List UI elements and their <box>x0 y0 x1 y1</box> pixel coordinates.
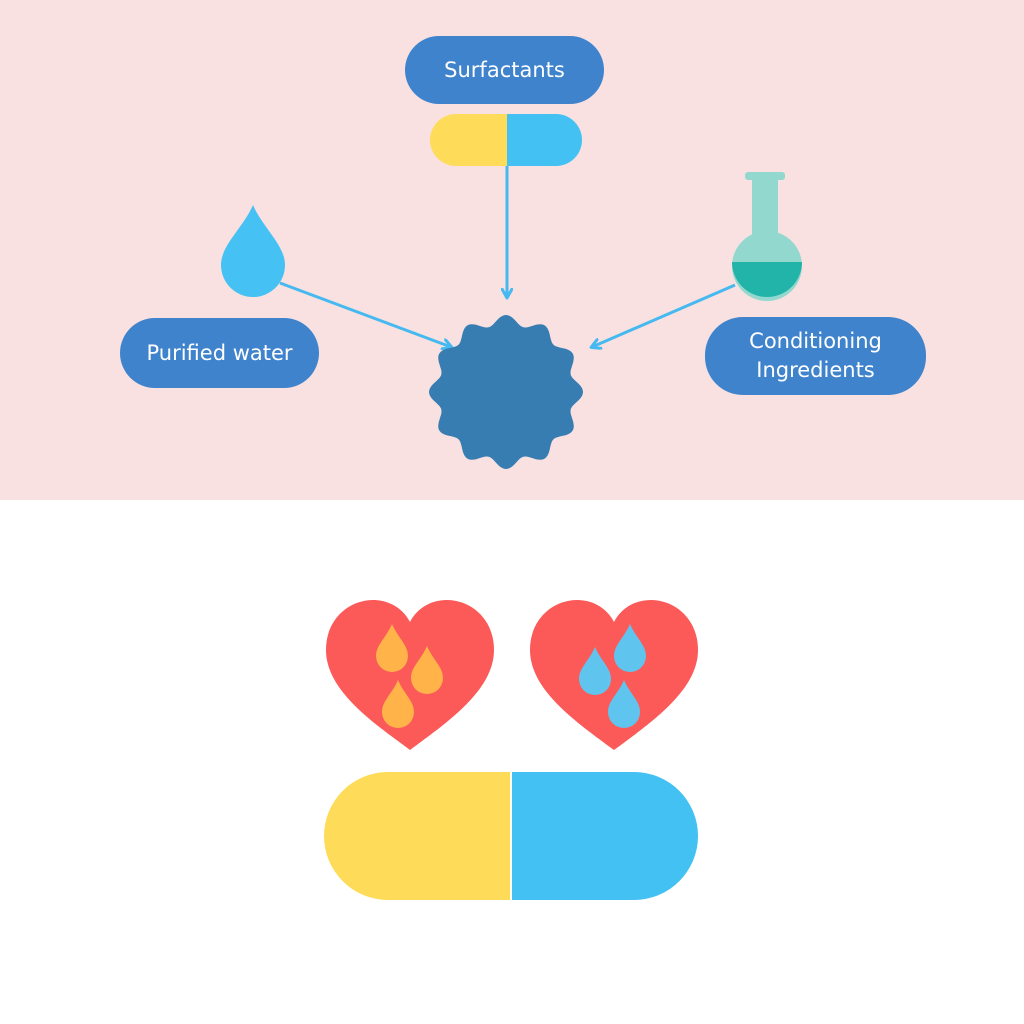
water-drop-icon <box>608 680 640 728</box>
label-purified-water: Purified water <box>120 318 319 388</box>
water-drop-icon <box>579 647 611 695</box>
label-surfactants: Surfactants <box>405 36 604 104</box>
ingredients-panel: Surfactants Purified water Conditioning … <box>0 0 1024 500</box>
benefits-panel <box>0 500 1024 1024</box>
capsule-icon <box>324 772 698 900</box>
heart-oil-drops-icon <box>326 600 494 750</box>
arrow-conditioning-to-mixture <box>592 283 736 347</box>
oil-drop-icon <box>411 646 443 694</box>
label-conditioning-ingredients: Conditioning Ingredients <box>705 317 926 395</box>
oil-drop-icon <box>382 680 414 728</box>
capsule-icon <box>430 114 582 166</box>
mixture-blob-icon <box>429 315 583 469</box>
flask-icon <box>732 172 802 301</box>
heart-water-drops-icon <box>530 600 698 750</box>
label-purified-water-text: Purified water <box>146 340 293 365</box>
label-surfactants-text: Surfactants <box>444 57 565 82</box>
oil-drop-icon <box>376 624 408 672</box>
arrow-water-to-mixture <box>279 281 451 347</box>
label-conditioning-text: Conditioning Ingredients <box>749 329 882 382</box>
water-drop-icon <box>221 205 285 297</box>
water-drop-icon <box>614 624 646 672</box>
benefits-illustration <box>324 600 698 900</box>
